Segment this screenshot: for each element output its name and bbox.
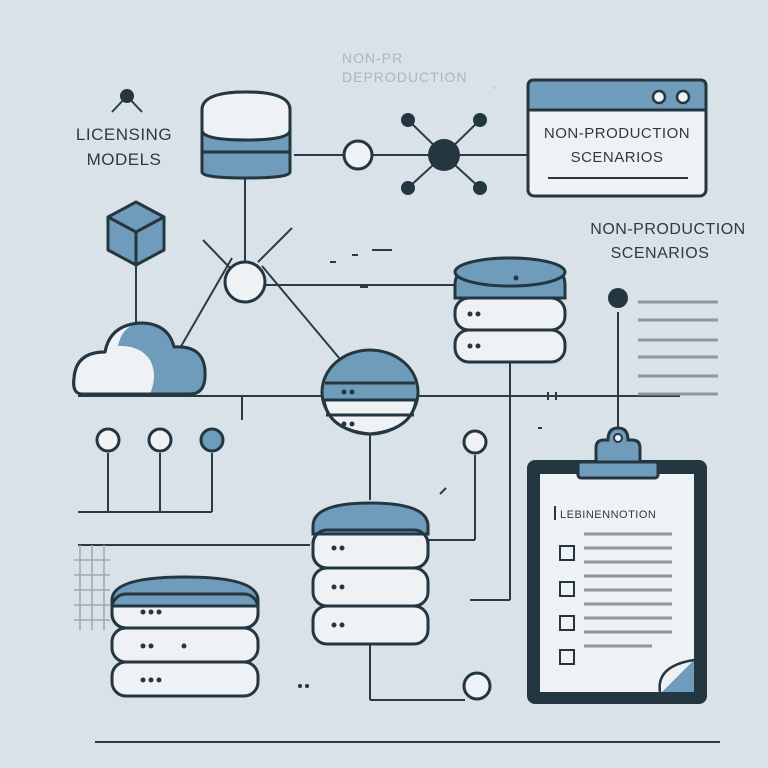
database-icon-right: [453, 256, 567, 364]
list-lines: [638, 300, 718, 396]
database-icon-middle: [320, 348, 420, 436]
pin-nodes: [95, 427, 225, 453]
cube-icon: [106, 200, 166, 267]
licensing-label-line2: MODELS: [87, 150, 162, 169]
dash-marks: [330, 249, 392, 288]
connector-node-3: [462, 671, 492, 701]
svg-text:▫: ▫: [493, 82, 497, 92]
tick-marks: [439, 392, 557, 495]
faint-title-line1: NON-PR: [342, 50, 403, 66]
licensing-label-line1: LICENSING: [76, 125, 172, 144]
clipboard-header: LEBINENNOTION: [560, 509, 656, 521]
clipboard-checklist-icon: [527, 426, 707, 704]
faint-title-line2: DEPRODUCTION: [342, 69, 468, 85]
central-node: [223, 260, 267, 304]
window-title-line2: SCENARIOS: [571, 149, 664, 166]
side-label-line2: SCENARIOS: [611, 245, 710, 262]
hub-icon: [401, 113, 487, 195]
grid-lines: [74, 545, 110, 630]
database-icon-top: [200, 90, 292, 180]
browser-window-icon: [526, 78, 708, 198]
connector-node-2: [462, 429, 488, 455]
server-stack-icon-left: [110, 575, 260, 698]
server-stack-icon-center: [311, 501, 430, 646]
connector-lines: [78, 154, 720, 743]
cloud-icon: [72, 321, 207, 396]
network-node-icon: [111, 89, 143, 113]
pin-dot: [608, 288, 628, 308]
window-title-line1: NON-PRODUCTION: [544, 125, 690, 142]
side-label-line1: NON-PRODUCTION: [590, 221, 745, 238]
connector-node: [342, 139, 374, 171]
